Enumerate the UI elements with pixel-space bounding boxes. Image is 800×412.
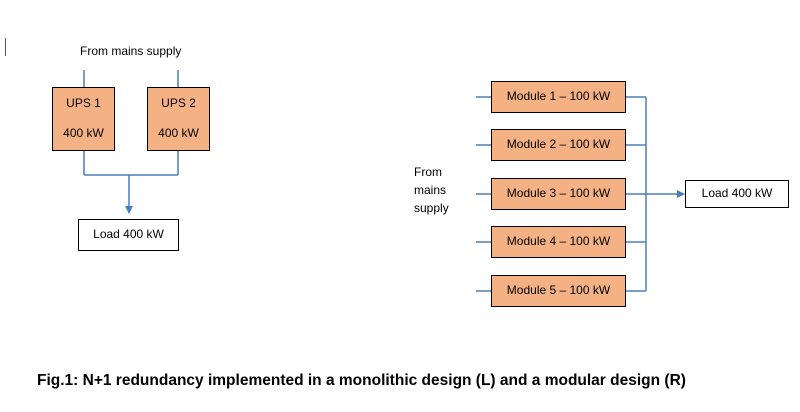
ups-2-power: 400 kW (158, 126, 199, 140)
module-3-box: Module 3 – 100 kW (491, 178, 626, 210)
ups-2-name: UPS 2 (161, 96, 196, 110)
ups-1-power: 400 kW (63, 126, 104, 140)
left-load-box: Load 400 kW (78, 219, 179, 251)
figure-caption: Fig.1: N+1 redundancy implemented in a m… (37, 372, 686, 389)
right-load-box: Load 400 kW (685, 180, 789, 208)
right-supply-label-line-1: From (414, 165, 442, 179)
right-supply-label-line-3: supply (414, 201, 449, 215)
ups-2-box: UPS 2 400 kW (147, 87, 210, 151)
ups-1-box: UPS 1 400 kW (52, 87, 115, 151)
module-2-box: Module 2 – 100 kW (491, 129, 626, 161)
module-5-box: Module 5 – 100 kW (491, 275, 626, 307)
ups-1-name: UPS 1 (66, 96, 101, 110)
text-cursor-mark (5, 38, 6, 56)
left-mains-supply-label: From mains supply (80, 44, 182, 58)
module-4-box: Module 4 – 100 kW (491, 226, 626, 258)
module-1-box: Module 1 – 100 kW (491, 81, 626, 113)
right-supply-label-line-2: mains (414, 183, 447, 197)
